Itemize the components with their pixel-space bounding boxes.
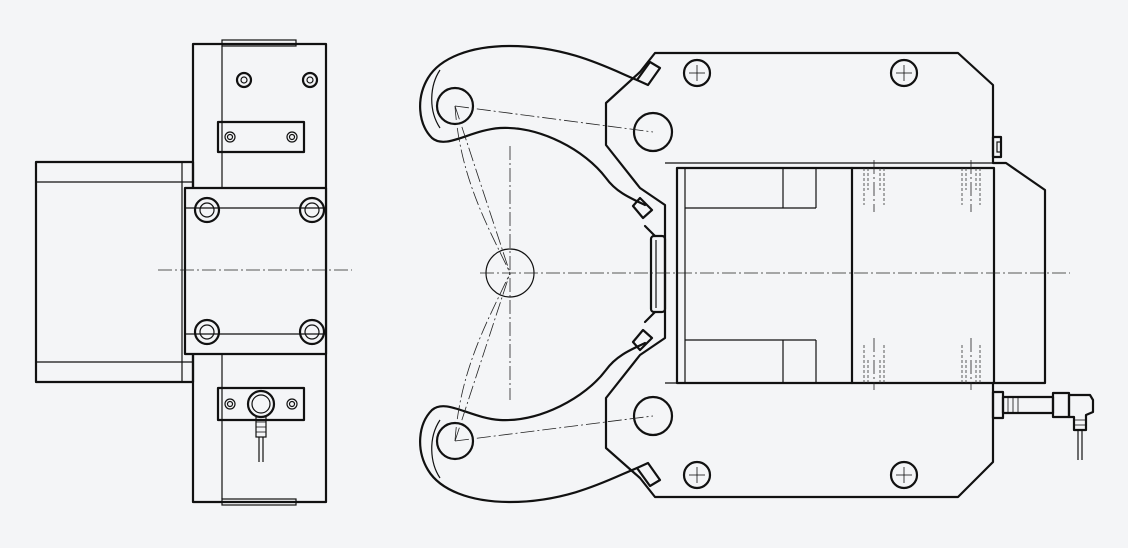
side-view [34,39,352,506]
top-view [419,44,1095,504]
center-pusher [643,224,667,324]
upper-jaw-inner [431,69,441,129]
lower-jaw-inner [431,419,441,479]
top-body-holes [632,58,919,490]
side-top-clamp [216,120,306,154]
lower-jaw-pivot [435,421,475,461]
lower-jaw-tip [631,328,662,488]
upper-jaw-pivot [435,86,475,126]
top-body [604,51,1047,499]
top-connector-upper [991,135,1003,159]
motor-housing [34,160,195,384]
top-hidden-holes [863,160,981,390]
sensor-connector [991,390,1095,460]
upper-jaw [419,44,647,207]
top-body-internals [665,162,996,385]
upper-jaw-tip [631,60,662,220]
side-cap-screws [193,196,326,346]
side-top-holes [235,71,319,89]
lower-jaw [419,341,647,504]
side-sensor-clamp [216,386,306,462]
top-centerlines [454,105,1070,442]
